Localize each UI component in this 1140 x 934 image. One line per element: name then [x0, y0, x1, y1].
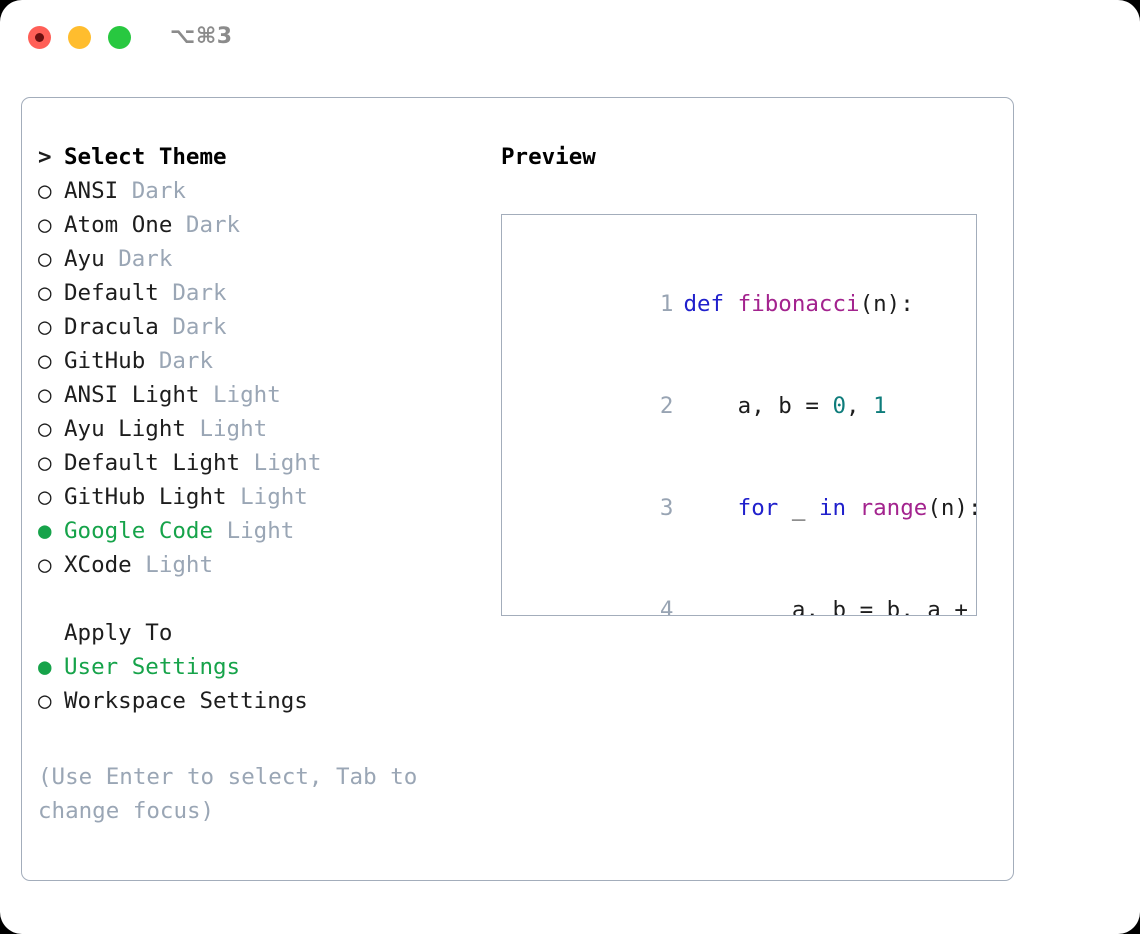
radio-icon: ○	[38, 280, 52, 306]
theme-variant: Light	[145, 552, 214, 578]
apply-to-option-user-settings[interactable]: ● User Settings	[38, 650, 478, 684]
traffic-lights	[28, 26, 131, 49]
line-number: 4	[659, 597, 674, 616]
code-line: 2 a, b = 0, 1	[502, 355, 976, 457]
radio-icon: ○	[38, 348, 52, 374]
theme-option-ayu-dark[interactable]: ○ Ayu Dark	[38, 242, 478, 276]
code-line: 3 for _ in range(n):	[502, 457, 976, 559]
theme-name: Default	[64, 280, 159, 306]
theme-variant: Dark	[172, 314, 227, 340]
line-number: 1	[659, 291, 674, 317]
theme-option-default-dark[interactable]: ○ Default Dark	[38, 276, 478, 310]
theme-variant: Light	[213, 382, 281, 408]
theme-variant: Dark	[185, 212, 241, 238]
radio-selected-icon: ●	[38, 654, 52, 680]
title-bar: ⌥⌘3	[0, 0, 1140, 78]
theme-variant: Light	[240, 484, 308, 510]
theme-option-ansi-dark[interactable]: ○ ANSI Dark	[38, 174, 478, 208]
theme-name: Atom One	[64, 212, 173, 238]
theme-name: Default Light	[64, 450, 241, 476]
theme-variant: Dark	[131, 178, 186, 204]
minimize-button[interactable]	[68, 26, 91, 49]
theme-variant: Light	[199, 416, 268, 442]
radio-icon: ○	[38, 178, 52, 204]
theme-picker-header: > Select Theme	[38, 140, 478, 174]
code-token: 0	[832, 393, 847, 419]
theme-name: GitHub	[64, 348, 146, 374]
code-token	[846, 495, 860, 521]
list-spacer	[38, 582, 478, 616]
theme-variant: Dark	[158, 348, 214, 374]
theme-picker-header-label: Select Theme	[64, 144, 227, 170]
theme-picker-list: >Select Theme ○ANSI Dark ○Atom One Dark …	[38, 140, 478, 718]
apply-to-option-workspace-settings[interactable]: ○ Workspace Settings	[38, 684, 478, 718]
theme-variant: Dark	[118, 246, 173, 272]
keyboard-hint-text: (Use Enter to select, Tab to change focu…	[38, 764, 418, 824]
apply-to-title: Apply To	[64, 620, 173, 646]
theme-name: Dracula	[64, 314, 159, 340]
radio-icon: ○	[38, 552, 52, 578]
keyboard-shortcut-label: ⌥⌘3	[170, 24, 233, 49]
code-line: 4 a, b = b, a + b	[502, 559, 977, 616]
close-button[interactable]	[28, 26, 51, 49]
theme-option-github-light[interactable]: ○ GitHub Light Light	[38, 480, 478, 514]
radio-icon: ○	[38, 688, 52, 714]
theme-name: Ayu Light	[64, 416, 186, 442]
theme-option-ayu-light[interactable]: ○ Ayu Light Light	[38, 412, 478, 446]
radio-icon: ○	[38, 416, 52, 442]
apply-to-label: User Settings	[64, 654, 241, 680]
code-token: in	[818, 495, 847, 521]
code-line: 1 def fibonacci(n):	[502, 253, 976, 355]
code-token: (n):	[859, 291, 914, 317]
theme-option-default-light[interactable]: ○ Default Light Light	[38, 446, 478, 480]
content-panel: >Select Theme ○ANSI Dark ○Atom One Dark …	[21, 97, 1014, 881]
code-token: range	[859, 495, 928, 521]
code-token: a, b =	[683, 393, 833, 419]
radio-icon: ○	[38, 314, 52, 340]
radio-icon: ○	[38, 212, 52, 238]
apply-to-label: Workspace Settings	[64, 688, 308, 714]
theme-variant: Light	[253, 450, 322, 476]
code-token: fibonacci	[737, 291, 860, 317]
code-token: ,	[846, 393, 874, 419]
theme-option-atom-one-dark[interactable]: ○ Atom One Dark	[38, 208, 478, 242]
radio-icon: ○	[38, 382, 52, 408]
theme-variant: Dark	[172, 280, 227, 306]
theme-name: Google Code	[64, 518, 214, 544]
code-token: 1	[873, 393, 887, 419]
code-token: for	[737, 495, 779, 521]
maximize-button[interactable]	[108, 26, 131, 49]
radio-icon: ○	[38, 450, 52, 476]
theme-name: ANSI Light	[64, 382, 200, 408]
theme-option-github-dark[interactable]: ○ GitHub Dark	[38, 344, 478, 378]
code-token: def	[683, 291, 738, 317]
radio-selected-icon: ●	[38, 518, 52, 544]
preview-title: Preview	[501, 144, 596, 170]
theme-option-ansi-light[interactable]: ○ ANSI Light Light	[38, 378, 478, 412]
theme-option-dracula-dark[interactable]: ○ Dracula Dark	[38, 310, 478, 344]
theme-name: XCode	[64, 552, 132, 578]
theme-option-xcode-light[interactable]: ○ XCode Light	[38, 548, 478, 582]
theme-name: ANSI	[64, 178, 119, 204]
prompt-caret-icon: >	[38, 144, 52, 170]
theme-variant: Light	[226, 518, 295, 544]
code-token: a, b = b, a + b	[683, 597, 977, 616]
line-number: 3	[659, 495, 674, 521]
theme-name: GitHub Light	[64, 484, 227, 510]
radio-icon: ○	[38, 484, 52, 510]
line-number: 2	[659, 393, 674, 419]
theme-name: Ayu	[64, 246, 105, 272]
code-token: _	[778, 495, 819, 521]
code-token: (n):	[927, 495, 977, 521]
theme-option-google-code-light[interactable]: ● Google Code Light	[38, 514, 478, 548]
code-token	[683, 495, 737, 521]
radio-icon: ○	[38, 246, 52, 272]
